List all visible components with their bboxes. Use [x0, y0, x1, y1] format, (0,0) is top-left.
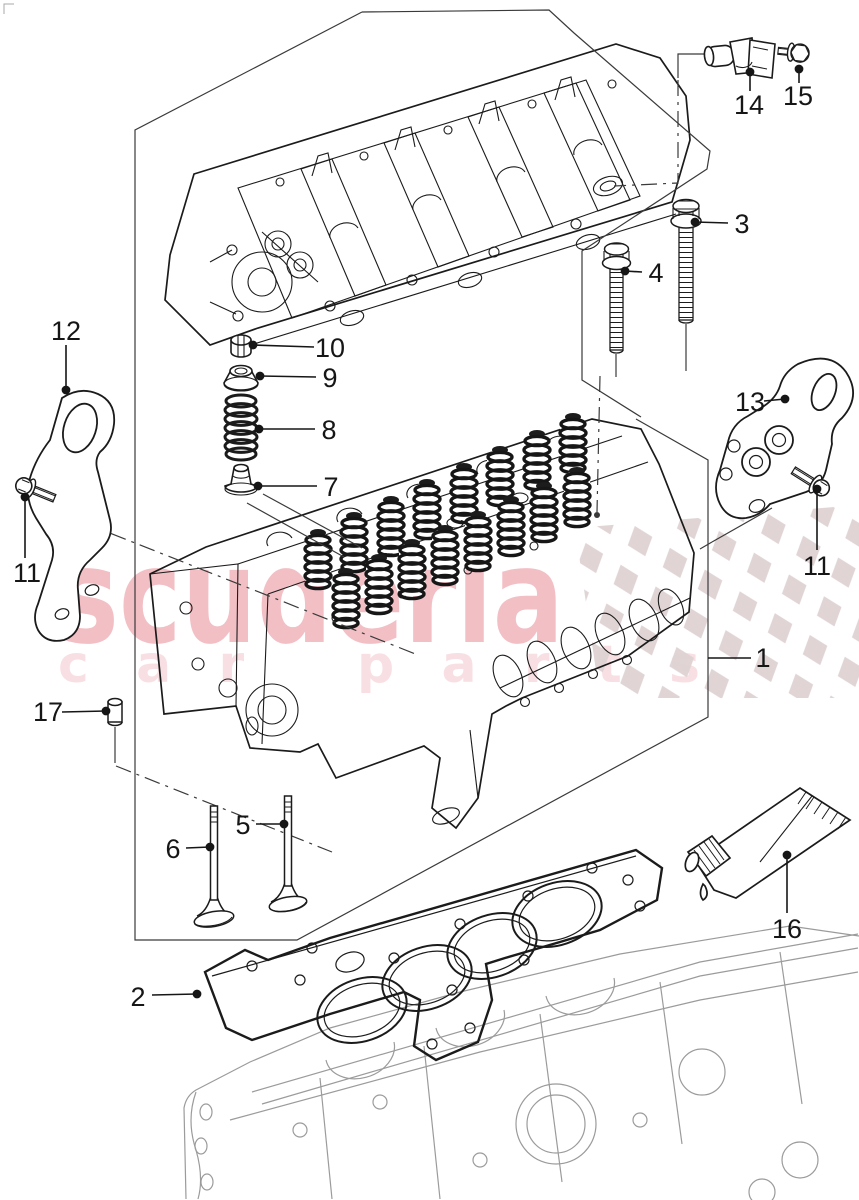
crop-mark: [3, 3, 14, 14]
valve-keeper-part10: [230, 334, 252, 358]
callout-label-8: 8: [321, 415, 336, 445]
spring-retainer-part9: [223, 364, 259, 392]
watermark-checkered-flag: [575, 505, 859, 698]
callout-label-11-left: 11: [13, 558, 41, 588]
valve-part6: [193, 805, 235, 928]
valve-spring-part8: [223, 393, 259, 462]
callout-label-16: 16: [772, 914, 802, 944]
callout-label-4: 4: [648, 258, 663, 288]
valve-part5: [268, 795, 308, 913]
sealant-tube-part16: [684, 786, 852, 902]
callout-label-3: 3: [734, 209, 749, 239]
callout-label-7: 7: [323, 472, 338, 502]
callout-labels: 1 2 3 4 5 6 7 8 9 10 11 11 12 13 14 15 1…: [13, 81, 831, 1012]
callout-label-5: 5: [235, 810, 250, 840]
construction-lines: [81, 9, 773, 941]
callout-label-11-right: 11: [803, 551, 831, 581]
bracket-part13: [715, 357, 854, 520]
valve-stem-seal-part7: [224, 463, 258, 496]
callout-label-13: 13: [735, 387, 765, 417]
bracket-part12: [27, 389, 116, 642]
callout-label-1: 1: [755, 643, 770, 673]
bolt-part11-left: [15, 477, 57, 503]
callout-leaders: [20, 64, 822, 999]
camshaft-sensor-part14: [703, 37, 776, 79]
head-gasket-drawing: [203, 848, 664, 1062]
engine-block-drawing: [183, 925, 859, 1200]
sealant-drip: [699, 882, 708, 902]
dowel-part17: [107, 697, 123, 727]
callout-label-12: 12: [51, 316, 81, 346]
callout-label-2: 2: [130, 982, 145, 1012]
cylinder-head-drawing: [149, 411, 695, 830]
head-bolt-part4: [601, 242, 632, 354]
callout-label-10: 10: [315, 333, 345, 363]
sensor-bolt-part15: [777, 42, 810, 63]
callout-label-9: 9: [322, 363, 337, 393]
callout-label-15: 15: [783, 81, 813, 111]
callout-label-6: 6: [165, 834, 180, 864]
callout-label-17: 17: [33, 697, 63, 727]
callout-label-14: 14: [734, 90, 764, 120]
